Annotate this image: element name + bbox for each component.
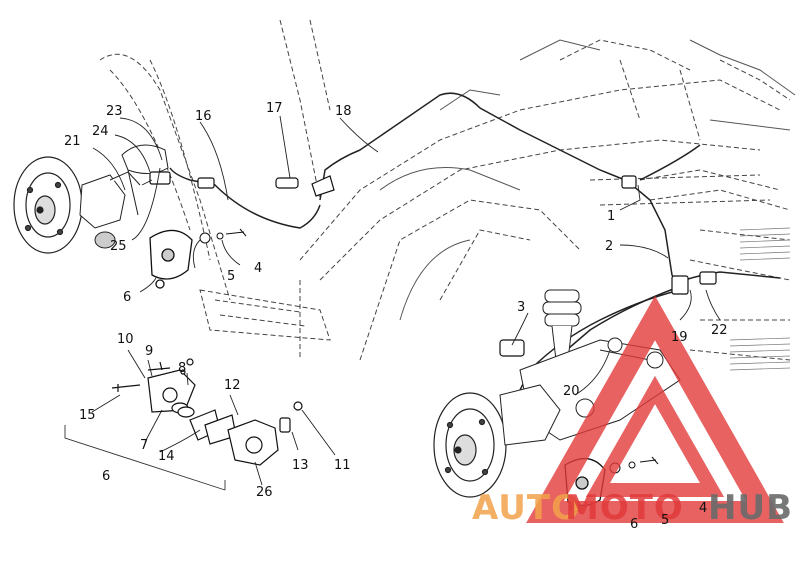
- callout-19: 19: [671, 330, 688, 345]
- radiator-grille: [729, 227, 791, 371]
- brake-hose-fittings: [149, 171, 717, 357]
- callout-leader-lines: [91, 115, 721, 486]
- exploded-bracket-lines: [64, 425, 226, 491]
- callout-24: 24: [92, 124, 109, 139]
- callout-4-left: 4: [254, 261, 262, 276]
- right-spring-shock: [542, 289, 582, 361]
- callout-6-right: 6: [630, 517, 638, 532]
- callout-23: 23: [106, 104, 123, 119]
- left-brake-disc: [13, 156, 83, 254]
- callout-20: 20: [563, 384, 580, 399]
- brake-lines: [169, 92, 781, 401]
- watermark-auto-text: AUTO: [472, 488, 581, 528]
- exploded-caliper-parts: [111, 358, 303, 466]
- callout-6-left: 6: [123, 290, 131, 305]
- right-brake-disc: [433, 392, 507, 498]
- vehicle-body-solid: [379, 39, 796, 321]
- callout-7: 7: [140, 438, 148, 453]
- callout-13: 13: [292, 458, 309, 473]
- callout-5-left: 5: [227, 269, 235, 284]
- callout-26: 26: [256, 485, 273, 500]
- callout-12: 12: [224, 378, 241, 393]
- callout-labels: 1 2 3 4 5 6 16 17 18 21 23 24 25 19 22 2…: [64, 101, 728, 532]
- callout-6-exploded: 6: [102, 469, 110, 484]
- callout-9: 9: [145, 344, 153, 359]
- callout-25: 25: [110, 239, 127, 254]
- callout-16: 16: [195, 109, 212, 124]
- callout-2: 2: [605, 239, 613, 254]
- callout-21: 21: [64, 134, 81, 149]
- callout-10: 10: [117, 332, 134, 347]
- callout-11: 11: [334, 458, 351, 473]
- callout-3: 3: [517, 300, 525, 315]
- callout-4-right: 4: [699, 501, 707, 516]
- callout-17: 17: [266, 101, 283, 116]
- callout-18: 18: [335, 104, 352, 119]
- callout-14: 14: [158, 449, 175, 464]
- callout-5-right: 5: [661, 513, 669, 528]
- callout-1: 1: [607, 209, 615, 224]
- callout-15: 15: [79, 408, 96, 423]
- left-brake-caliper: [149, 229, 193, 289]
- watermark-hub-text: HUB: [708, 488, 793, 528]
- right-hub-knuckle: [499, 384, 595, 446]
- callout-22: 22: [711, 323, 728, 338]
- left-caliper-bolt-washer: [199, 228, 247, 244]
- callout-8: 8: [178, 361, 186, 376]
- automotohub-watermark: AUTO MOTO HUB: [472, 295, 793, 528]
- watermark-moto-text: MOTO: [565, 488, 684, 528]
